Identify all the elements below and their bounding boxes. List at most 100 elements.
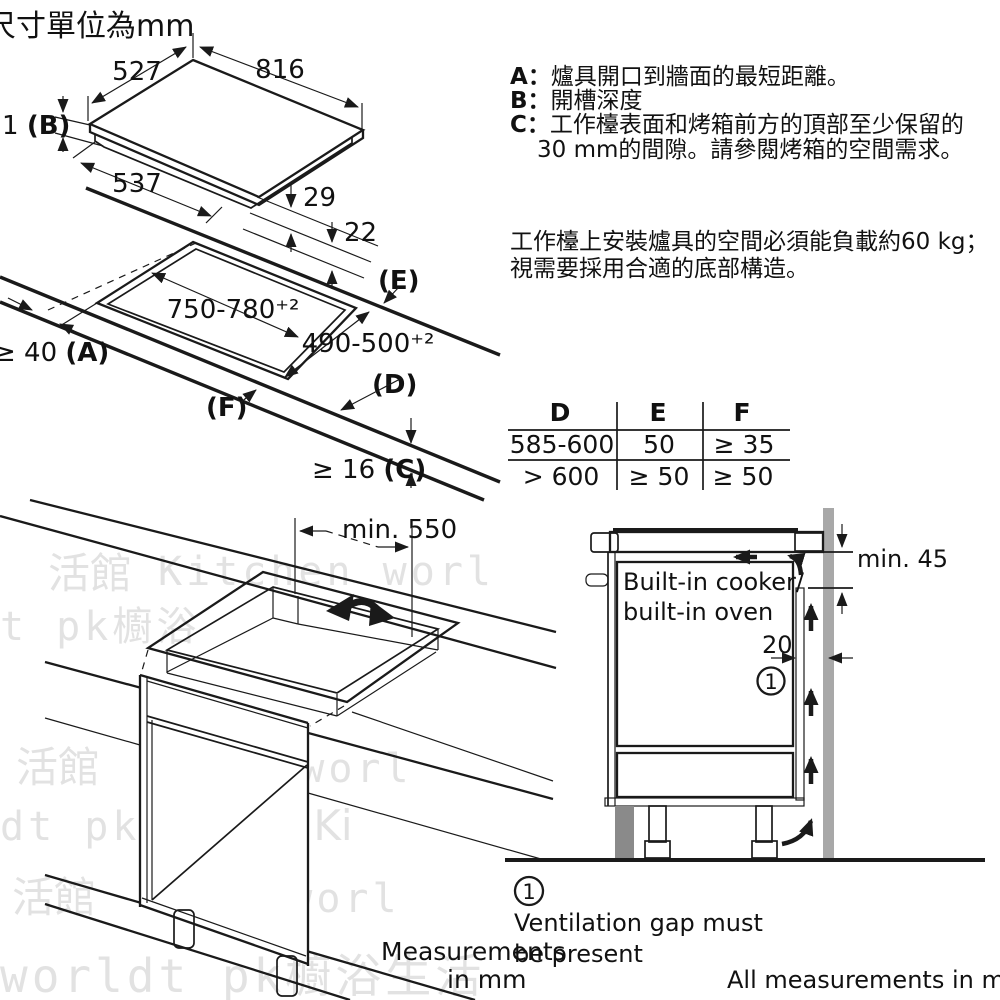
watermark-fragment: dt pk: [0, 804, 140, 850]
watermark-fragment: t pk櫥浴: [0, 604, 200, 650]
load-note-line1: 工作檯上安裝爐具的空間必須能負載約60 kg；: [510, 229, 989, 255]
all-measurements-caption: All measurements in mm: [727, 966, 1000, 994]
measurements-caption-line1: Measurements: [381, 937, 566, 966]
cabinet-lines: [138, 673, 310, 966]
b-label: 1 (B): [2, 111, 70, 141]
worktop2-back-line-2: [0, 514, 557, 670]
dash-link-right: [309, 705, 345, 727]
cutout-depth-dim-line: [284, 311, 370, 378]
plinth-shadow-block: [615, 806, 634, 858]
a-extension-line: [59, 302, 98, 327]
base-plate: [604, 797, 805, 807]
ventilation-note-line2: be present: [514, 940, 643, 968]
slide-direction-arrow: [326, 594, 395, 626]
oven-handle: [585, 573, 609, 587]
watermark-fragment: 活館: [48, 549, 132, 598]
cabinet-leg-left: [173, 909, 195, 949]
thin-guide-line-right: [307, 792, 549, 862]
ventilation-note-line1: Ventilation gap must: [514, 909, 763, 937]
dim-527-label: 527: [112, 57, 162, 87]
e-label: (E): [378, 266, 420, 296]
table-header-d: D: [550, 398, 571, 427]
table-header-f: F: [733, 398, 750, 427]
definition-c: C：工作檯表面和烤箱前方的頂部至少保留的: [510, 112, 964, 138]
f-arrow: [239, 389, 257, 404]
watermark-fragment: 活館: [12, 873, 96, 922]
a-arrow-2: [59, 323, 91, 340]
side-view-diagram: Built-in cooker/ built-in oven min. 45: [505, 508, 985, 862]
page-title: 尺寸單位為mm: [0, 9, 194, 44]
tick-537-right: [205, 206, 223, 224]
b-leader-2: [54, 132, 104, 147]
gap20-label: 20: [762, 631, 793, 659]
cutout-depth-label: 490-500⁺²: [302, 329, 435, 359]
projection-dashed-line: [47, 242, 197, 311]
oven-legs: [644, 805, 778, 859]
floor-band-line-2: [44, 902, 351, 1000]
watermark-fragment: 活館: [16, 743, 100, 792]
e-arrow: [383, 286, 400, 304]
circle-1-marker: [756, 666, 786, 696]
cutout-width-dim-line: [151, 272, 299, 338]
cabinet-leg-right: [276, 955, 298, 997]
definition-c-line2: 30 mm的間隙。請參閱烤箱的空間需求。: [537, 137, 963, 163]
circle-1-number: 1: [764, 670, 777, 694]
worktop2-back-line-1: [29, 498, 557, 634]
min550-label: min. 550: [342, 515, 457, 545]
footnote-circle-1: [513, 875, 545, 907]
airflow-arrows: [733, 549, 819, 847]
watermark-fragment: worldt pk櫥浴生活: [0, 949, 485, 1000]
definition-a: A：爐具開口到牆面的最短距離。: [510, 64, 850, 90]
worktop-cap-left: [590, 532, 619, 553]
load-note-line2: 視需要採用合適的底部構造。: [510, 256, 809, 282]
worktop-side: [608, 530, 825, 554]
thin-guide-line-left: [44, 717, 141, 746]
f-label: (F): [206, 393, 248, 423]
ext-line-worktop: [242, 228, 365, 279]
cabinet-diagram: min. 550: [0, 498, 557, 1000]
cutout-outer-outline: [94, 240, 359, 381]
d-label: (D): [372, 370, 417, 400]
plinth-drawer: [615, 751, 795, 799]
min550-dash-link: [325, 530, 379, 548]
gap-panel: [795, 587, 805, 801]
definition-b: B：開槽深度: [510, 88, 643, 114]
dim-29-label: 29: [303, 183, 336, 213]
a-label: ≥ 40 (A): [0, 338, 109, 368]
oven-label-line2: built-in oven: [623, 598, 773, 626]
a-arrow-1: [7, 297, 33, 311]
hob-glass-bar: [613, 528, 798, 533]
dash-link-left: [140, 649, 149, 675]
table-cell: ≥ 50: [629, 462, 690, 491]
dim-22-label: 22: [344, 218, 377, 248]
hob-edge-thickness: [88, 124, 365, 207]
slab-outer-rim: [145, 570, 461, 704]
table-cell: ≥ 50: [713, 462, 774, 491]
thin-guide-line-mid: [351, 711, 554, 782]
dim-537-label: 537: [112, 169, 162, 199]
dim-537-line: [80, 162, 212, 217]
ext-line-base-bottom: [249, 212, 372, 263]
tick-537-left: [72, 141, 96, 159]
captions: 1 Ventilation gap must be present Measur…: [381, 875, 1000, 994]
cutout-cavity-lines: [166, 588, 439, 717]
dim-816-line: [199, 46, 359, 108]
cabinet-fill: [140, 675, 308, 966]
dim-816-label: 816: [255, 55, 305, 85]
c-label: ≥ 16 (C): [312, 455, 426, 485]
def-table: D E F 585-600 50 ≥ 35 > 600 ≥ 50 ≥ 50: [508, 398, 790, 491]
table-cell: ≥ 35: [714, 430, 775, 459]
b-leader-1: [54, 116, 91, 126]
cutout-width-label: 750-780⁺²: [167, 295, 300, 325]
worktop-cap-right: [794, 532, 824, 552]
oven-label-line1: Built-in cooker/: [623, 568, 805, 596]
dim-527-line: [91, 46, 187, 104]
measurements-caption-line2: in mm: [447, 965, 526, 994]
table-header-e: E: [649, 398, 666, 427]
min45-label: min. 45: [857, 545, 948, 573]
hob-cutout-diagram: 750-780⁺² 490-500⁺² ≥ 40 (A) (E) (D) (F)…: [0, 33, 501, 502]
ext-line-hob-bottom: [256, 196, 379, 247]
table-cell: 50: [643, 430, 675, 459]
